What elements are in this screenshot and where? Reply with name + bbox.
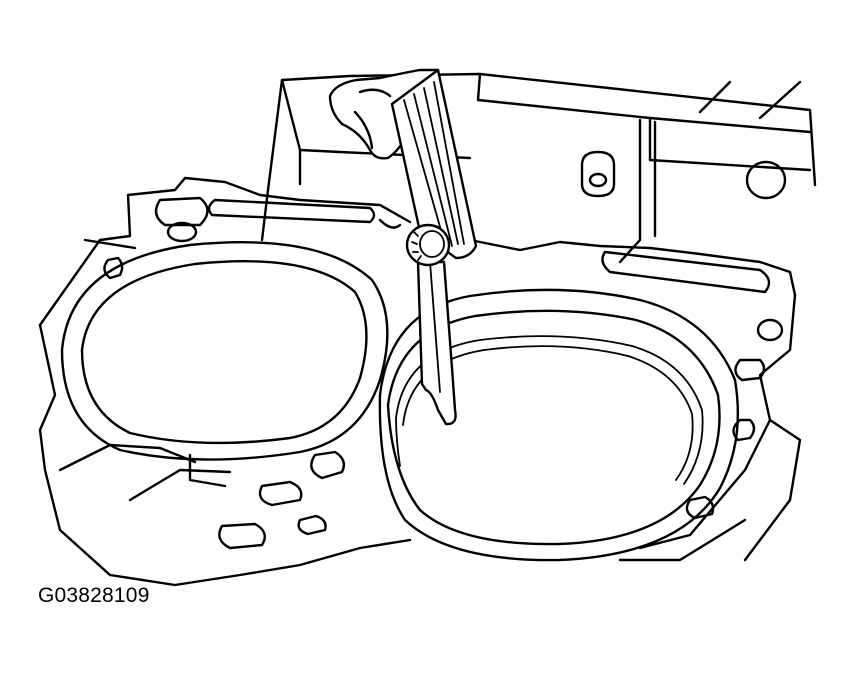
feeler-gauge-blade [416, 260, 457, 426]
left-cylinder-bore [60, 241, 389, 461]
bolt-boss [580, 150, 616, 198]
coolant-passages [103, 196, 784, 550]
deck-surface [38, 176, 802, 587]
feeler-gauge-handle [390, 68, 478, 260]
figure-id-label: G03828109 [38, 584, 150, 607]
pivot-knob [405, 223, 451, 267]
housing-hole [745, 160, 787, 200]
